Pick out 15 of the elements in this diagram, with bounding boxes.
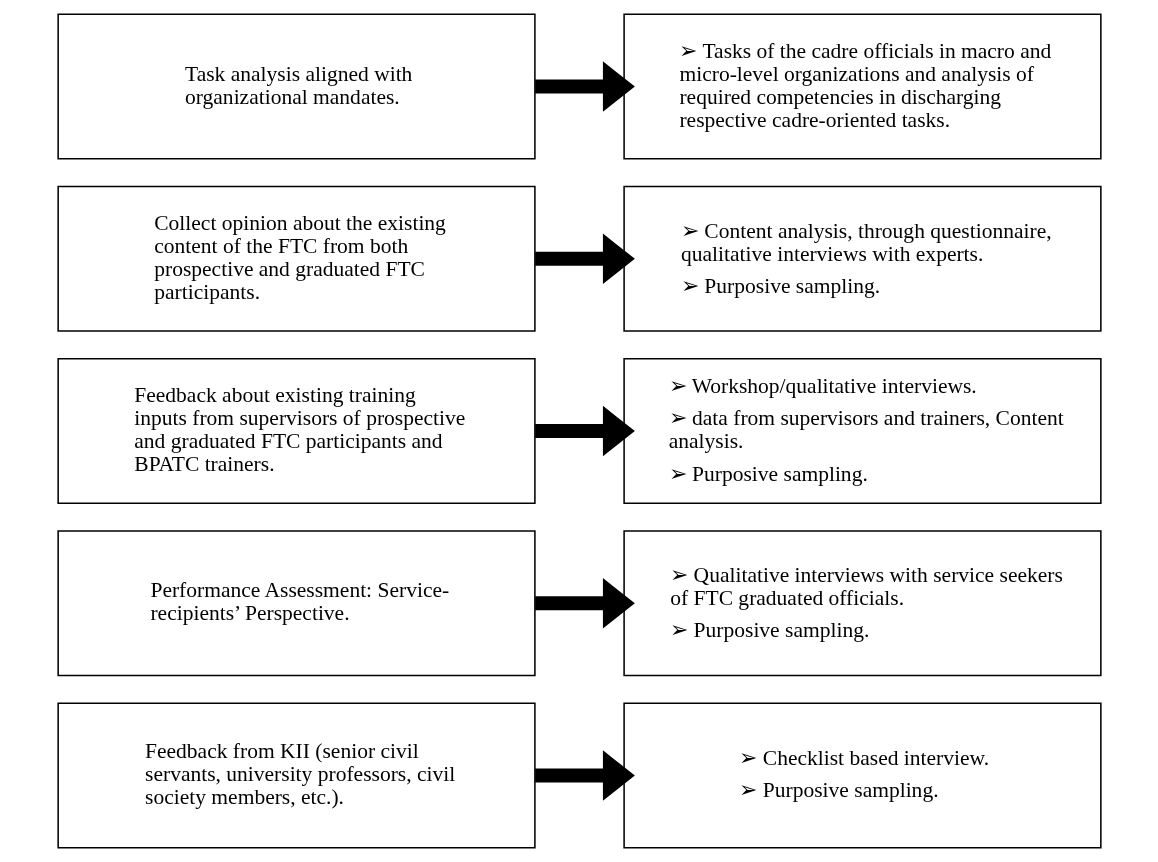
node-box: Task analysis aligned with organizational mandates. bbox=[56, 13, 536, 160]
node-box: ➢ Workshop/qualitative interviews. ➢ data from supervisors and trainers, Content analysis. ➢ Purposive sampling. bbox=[622, 357, 1102, 505]
arrow bbox=[534, 61, 635, 112]
node-box: Feedback from KII (senior civil servants, university professors, civil society members, etc.). bbox=[56, 702, 536, 849]
arrow bbox=[534, 405, 635, 457]
arrow bbox=[534, 750, 635, 801]
node-box: ➢ Qualitative interviews with service seekers of FTC graduated officials. ➢ Purposive sampling. bbox=[622, 530, 1102, 677]
arrow bbox=[534, 233, 635, 284]
arrow bbox=[534, 578, 635, 629]
node-box: ➢ Checklist based interview. ➢ Purposive sampling. bbox=[622, 702, 1102, 849]
node-box: Performance Assessment: Service-recipients’ Perspective. bbox=[56, 530, 536, 677]
node-box: Feedback about existing training inputs from supervisors of prospective and graduated FTC participants and BPATC trainers. bbox=[56, 357, 536, 505]
node-box: Collect opinion about the existing content of the FTC from both prospective and graduated FTC participants. bbox=[56, 185, 536, 332]
node-box: ➢ Content analysis, through questionnaire, qualitative interviews with experts. ➢ Purposive sampling. bbox=[622, 185, 1102, 332]
node-box: ➢ Tasks of the cadre officials in macro and micro-level organizations and analysis of required competencies in discharging respective cadre-oriented tasks. bbox=[622, 13, 1102, 160]
